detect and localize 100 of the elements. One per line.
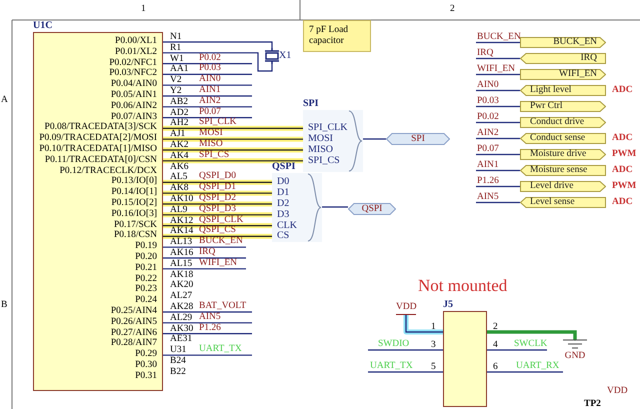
wire bbox=[163, 95, 252, 97]
pin-name: P0.17/SCK bbox=[114, 220, 157, 230]
pin-name: P0.12/TRACECLK/DCX bbox=[60, 166, 157, 176]
pin-name: P0.26/AIN5 bbox=[110, 316, 157, 328]
port-annotation: ADC bbox=[612, 197, 633, 208]
pin-name: P0.06/AIN2 bbox=[110, 100, 157, 112]
power-label: VDD bbox=[607, 386, 628, 397]
pin-number: B22 bbox=[170, 366, 186, 378]
pin-name: P0.00/XL1 bbox=[115, 36, 157, 47]
row-marker: B bbox=[1, 300, 8, 311]
pin-name: P0.28/AIN7 bbox=[110, 338, 157, 350]
pin-number: 2 bbox=[493, 322, 498, 333]
wire bbox=[487, 371, 563, 373]
harness-title: SPI bbox=[303, 98, 319, 109]
wire bbox=[163, 117, 252, 118]
wire bbox=[476, 202, 520, 204]
pin-name: P0.18/CSN bbox=[114, 230, 157, 242]
wire bbox=[322, 206, 348, 208]
net-label: QSPI_D2 bbox=[199, 193, 236, 204]
pin-name: P0.23 bbox=[135, 284, 157, 296]
net-label: BUCK_EN bbox=[199, 236, 243, 248]
wire bbox=[163, 257, 246, 259]
pin-number: W1 bbox=[170, 54, 184, 64]
net-label: P0.07 bbox=[477, 144, 499, 154]
pin-name: P0.29 bbox=[135, 349, 157, 360]
test-point-label: TP2 bbox=[584, 399, 601, 409]
pin-name: P0.05/AIN1 bbox=[110, 90, 157, 101]
port-flag: Conduct drive bbox=[520, 117, 606, 128]
harness-entry: D1 bbox=[277, 187, 290, 198]
wire bbox=[363, 138, 386, 140]
pin-number: AA1 bbox=[170, 64, 188, 76]
pin-number: 3 bbox=[431, 340, 436, 351]
net-label: QSPI_CS bbox=[199, 225, 236, 236]
pin-number: U31 bbox=[170, 345, 186, 356]
net-label: P0.02 bbox=[477, 112, 499, 122]
wire bbox=[476, 106, 520, 108]
port-annotation: PWM bbox=[612, 149, 636, 160]
net-label: SWDIO bbox=[378, 339, 410, 350]
net-label: AIN1 bbox=[477, 160, 499, 170]
net-label: IRQ bbox=[199, 247, 216, 258]
harness-title: QSPI bbox=[272, 161, 296, 172]
pin-number: AE31 bbox=[170, 334, 192, 346]
net-label: BUCK_EN bbox=[477, 32, 521, 42]
part-designator: U1C bbox=[33, 20, 52, 31]
net-label: P0.03 bbox=[199, 63, 221, 74]
harness-entry: SPI_CLK bbox=[308, 122, 348, 134]
net-label: QSPI_D3 bbox=[199, 204, 236, 215]
wire bbox=[476, 58, 520, 60]
net-label: AIN5 bbox=[477, 192, 499, 202]
pin-name: P0.16/IO[3] bbox=[111, 208, 157, 220]
pin-number: AL29 bbox=[170, 312, 192, 324]
column-marker: 1 bbox=[141, 4, 146, 15]
pin-number: AH2 bbox=[170, 118, 188, 130]
pin-number: AK16 bbox=[170, 248, 194, 259]
port-annotation: ADC bbox=[612, 85, 633, 96]
net-label: MISO bbox=[199, 139, 223, 150]
net-label: BAT_VOLT bbox=[199, 301, 246, 312]
net-label: P0.03 bbox=[477, 96, 499, 106]
pin-name: P0.11/TRACEDATA[0]/CSN bbox=[44, 154, 157, 166]
wire bbox=[485, 330, 577, 341]
pin-number: AK30 bbox=[170, 324, 194, 334]
pin-name: P0.31 bbox=[135, 370, 157, 382]
port-flag: SPI bbox=[386, 133, 450, 145]
pin-name: P0.15/IO[2] bbox=[111, 198, 157, 209]
wire bbox=[163, 268, 246, 270]
net-label: UART_RX bbox=[516, 361, 560, 372]
net-label: WIFI_EN bbox=[477, 64, 515, 74]
net-label: WIFI_EN bbox=[199, 258, 237, 269]
pin-number: AK4 bbox=[170, 150, 188, 162]
port-flag: Light level bbox=[520, 85, 606, 96]
pin-number: AL15 bbox=[170, 258, 192, 270]
pin-number: AL13 bbox=[170, 237, 192, 248]
wire bbox=[163, 74, 252, 75]
pin-number: 5 bbox=[431, 362, 436, 373]
net-label: P1.26 bbox=[199, 322, 221, 334]
net-label: P0.07 bbox=[199, 106, 221, 118]
wire bbox=[163, 322, 252, 324]
pin-name: P0.02/NFC1 bbox=[109, 58, 157, 68]
pin-number: AL9 bbox=[170, 204, 188, 216]
port-flag: QSPI bbox=[348, 203, 396, 215]
wire bbox=[476, 154, 520, 156]
net-label: QSPI_CLK bbox=[199, 214, 244, 226]
pin-number: AL5 bbox=[170, 172, 188, 184]
pin-number: 1 bbox=[431, 322, 436, 333]
net-label: MOSI bbox=[199, 128, 223, 140]
net-label: AIN5 bbox=[199, 312, 221, 323]
net-label: AIN1 bbox=[199, 85, 221, 96]
net-label: UART_TX bbox=[370, 361, 413, 372]
port-flag: Moisture drive bbox=[520, 149, 606, 160]
port-annotation: ADC bbox=[612, 133, 633, 144]
pin-name: P0.08/TRACEDATA[3]/SCK bbox=[44, 122, 157, 133]
pin-name: P0.09/TRACEDATA[2]/MOSI bbox=[39, 133, 157, 144]
net-label: AIN2 bbox=[199, 96, 221, 107]
wire bbox=[163, 84, 252, 86]
pin-name: P0.14/IO[1] bbox=[111, 187, 157, 198]
net-label: P0.02 bbox=[199, 52, 221, 64]
note-card: 7 pF Load capacitor bbox=[303, 20, 371, 52]
wire bbox=[476, 170, 520, 172]
port-annotation: PWM bbox=[612, 181, 636, 192]
pin-number: AJ1 bbox=[170, 129, 186, 140]
